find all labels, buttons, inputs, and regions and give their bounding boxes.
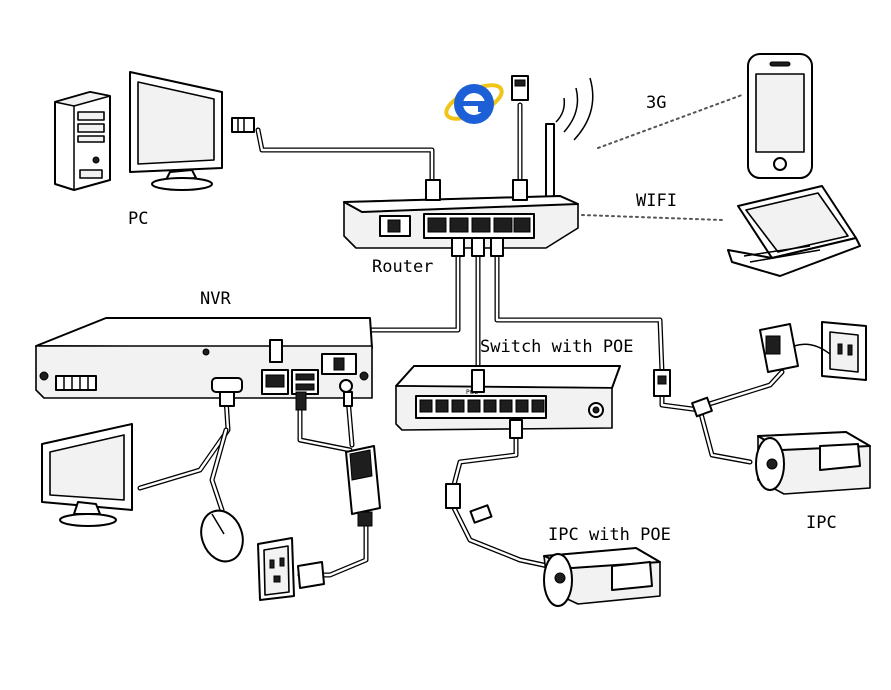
switch-label: Switch with POE [480, 337, 634, 357]
poe-splitter-icon [653, 369, 713, 418]
router-label: Router [372, 257, 433, 277]
ie-browser-icon [444, 83, 504, 124]
poe-switch-device: POE Switch with POE [395, 337, 634, 439]
power-plug-icon [297, 561, 325, 589]
router-device: Router [343, 123, 579, 277]
pc-workstation: PC [54, 71, 255, 229]
mouse-icon [200, 509, 244, 563]
power-adapter-icon [345, 445, 381, 527]
ipc-poe-label: IPC with POE [548, 525, 671, 545]
ipc-power-adapter-icon [759, 323, 831, 373]
smartphone-icon [747, 53, 813, 179]
3g-label: 3G [646, 93, 666, 113]
pc-tower-icon [54, 91, 111, 191]
ipc-poe-camera-icon [543, 547, 661, 607]
nvr-device: NVR [35, 289, 373, 411]
wifi-label: WIFI [636, 191, 677, 211]
router-lan-ports [423, 213, 535, 239]
vga-port-icon [211, 377, 243, 393]
dc-jack-icon [339, 379, 353, 393]
nvr-label: NVR [200, 289, 231, 309]
rj45-plug-icon [231, 117, 255, 133]
wall-socket-icon [257, 537, 295, 601]
ipc-wall-outlet-icon [821, 321, 867, 381]
nvr-terminal-block [55, 375, 97, 391]
uplink-connector-icon [511, 75, 529, 101]
ipc-camera-icon [755, 431, 871, 495]
wifi-signal-icon [555, 77, 594, 141]
laptop-icon [727, 185, 861, 277]
pc-monitor-icon [129, 71, 223, 191]
nvr-monitor-icon [41, 423, 133, 527]
ipc-poe-connector-icon [445, 483, 493, 524]
pc-label: PC [128, 209, 148, 229]
ipc-label: IPC [806, 513, 837, 533]
switch-ports [419, 399, 545, 413]
